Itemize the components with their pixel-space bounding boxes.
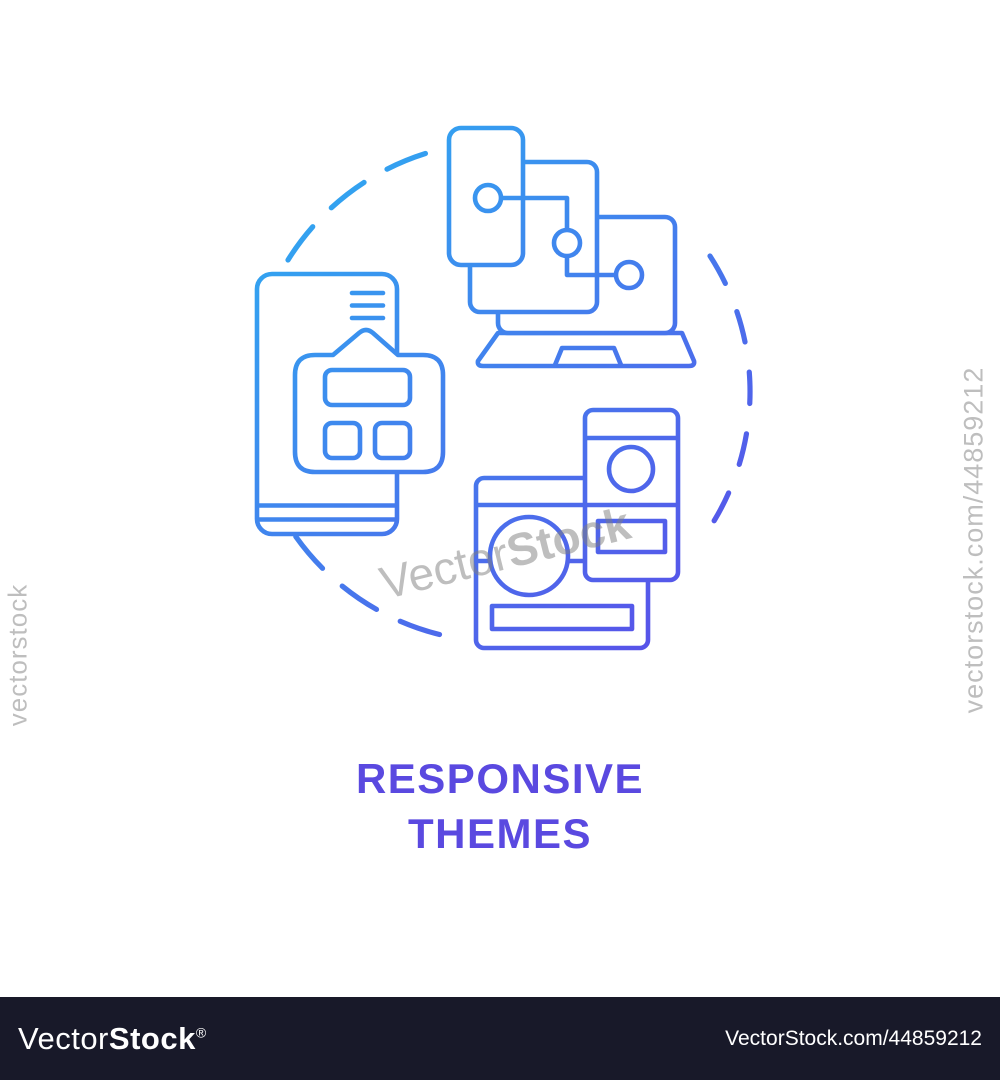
- widget-tag: [292, 327, 446, 475]
- widget-header-field: [322, 367, 413, 408]
- logo-bold: Stock: [108, 1020, 196, 1056]
- dashed-arc-right: [707, 253, 753, 524]
- widget-button-right: [372, 420, 413, 461]
- landscape-card-circle: [487, 514, 571, 598]
- footer-url: VectorStock.com/44859212: [725, 1026, 982, 1050]
- cascading-screens-laptop-icon: [446, 125, 697, 369]
- dashed-arc-top-left: [285, 150, 430, 263]
- widget-button-left: [322, 420, 363, 461]
- connector-node-3: [613, 259, 645, 291]
- concept-title-line-1: RESPONSIVE: [355, 755, 645, 802]
- connector-node-1: [472, 182, 504, 214]
- smartphone-widget-icon: [254, 271, 446, 537]
- dashed-arc-bottom-left: [292, 532, 443, 638]
- concept-title-line-2: THEMES: [407, 810, 592, 857]
- concept-title: RESPONSIVE THEMES: [0, 751, 1000, 861]
- laptop-base-notch: [552, 345, 624, 366]
- phone-bottom-bar: [257, 503, 397, 522]
- portrait-card-circle: [606, 444, 656, 494]
- logo-regular: Vector: [18, 1020, 109, 1056]
- vectorstock-logo: VectorStock®: [18, 1021, 207, 1057]
- theme-card-portrait: [582, 407, 681, 583]
- phone-text-lines: [349, 290, 386, 321]
- footer-bar: VectorStock® VectorStock.com/44859212: [0, 997, 1000, 1080]
- registered-mark: ®: [195, 1024, 207, 1041]
- dashed-circle: [285, 150, 753, 638]
- theme-preview-cards-icon: [473, 407, 681, 651]
- portrait-card-content-block: [595, 518, 668, 555]
- landscape-card-footer-block: [489, 603, 635, 632]
- connector-node-2: [551, 227, 583, 259]
